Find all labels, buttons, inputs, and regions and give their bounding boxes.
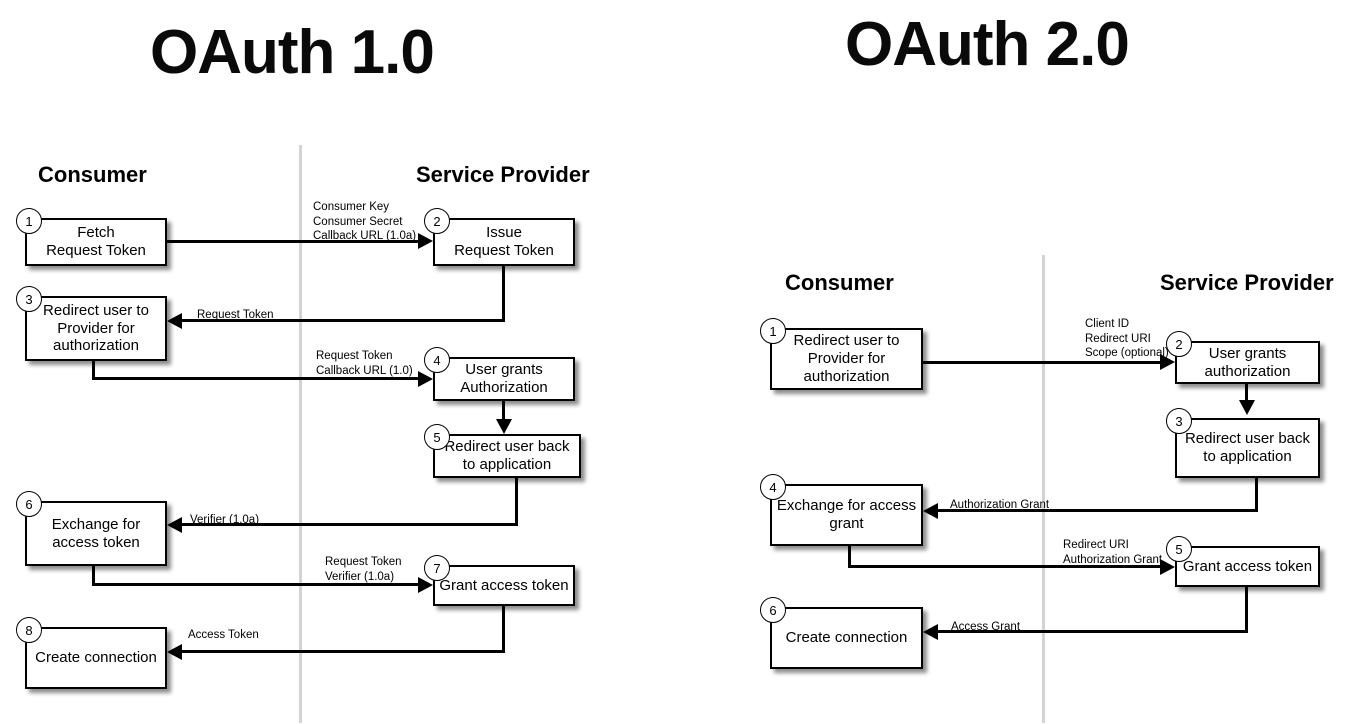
oauth1-step-7-number: 7 bbox=[424, 555, 450, 581]
oauth1-edge-4a-arrowhead bbox=[496, 419, 512, 434]
oauth2-edge-3-line-h bbox=[938, 509, 1258, 512]
oauth1-step-3-number: 3 bbox=[16, 286, 42, 312]
oauth1-step-1-label: Fetch Request Token bbox=[46, 224, 146, 259]
oauth2-step-3-box[interactable]: Redirect user back to application bbox=[1175, 418, 1320, 478]
oauth1-step-6-number: 6 bbox=[16, 491, 42, 517]
oauth1-edge-2-label: Request Token bbox=[197, 309, 274, 321]
oauth2-edge-1-line bbox=[923, 361, 1161, 364]
oauth2-step-6-box[interactable]: Create connection bbox=[770, 607, 923, 669]
oauth2-step-4-number: 4 bbox=[760, 474, 786, 500]
oauth1-lane-divider bbox=[299, 145, 302, 723]
oauth1-edge-6-line-h bbox=[92, 583, 419, 586]
oauth1-edge-2-line-h bbox=[182, 319, 505, 322]
oauth2-step-2-label: User grants authorization bbox=[1204, 344, 1291, 380]
oauth2-step-1-label: Redirect user to Provider for authorizat… bbox=[793, 332, 900, 385]
oauth2-step-1-number: 1 bbox=[760, 318, 786, 344]
oauth1-edge-7-label: Access Token bbox=[188, 629, 259, 641]
oauth1-step-5-label: Redirect user back to application bbox=[444, 438, 570, 473]
oauth1-step-1-number: 1 bbox=[16, 208, 42, 234]
oauth2-edge-4-line-h bbox=[848, 565, 1161, 568]
oauth2-title: OAuth 2.0 bbox=[845, 10, 1130, 79]
oauth1-step-5-box[interactable]: Redirect user back to application bbox=[433, 434, 581, 478]
oauth1-edge-5-line-h bbox=[182, 523, 518, 526]
oauth1-step-8-box[interactable]: Create connection bbox=[25, 627, 167, 689]
oauth2-lane-divider bbox=[1042, 255, 1045, 723]
oauth1-step-4-number: 4 bbox=[424, 347, 450, 373]
oauth1-edge-6-label: Request Token Verifier (1.0a) bbox=[325, 556, 402, 583]
oauth1-edge-7-line-v bbox=[502, 606, 505, 653]
oauth2-edge-1-label: Client ID Redirect URI Scope (optional) bbox=[1085, 318, 1169, 360]
oauth1-step-8-number: 8 bbox=[16, 617, 42, 643]
oauth2-step-4-box[interactable]: Exchange for access grant bbox=[770, 484, 923, 546]
oauth2-step-2-number: 2 bbox=[1166, 331, 1192, 357]
oauth1-step-4-box[interactable]: User grants Authorization bbox=[433, 357, 575, 401]
oauth1-edge-1-arrowhead bbox=[418, 233, 433, 249]
oauth1-edge-3-label: Request Token Callback URL (1.0) bbox=[316, 350, 413, 377]
oauth1-edge-3-line-h bbox=[92, 377, 419, 380]
oauth1-edge-6-line-v bbox=[92, 566, 95, 586]
oauth1-lane-service-provider: Service Provider bbox=[416, 162, 590, 187]
oauth1-step-4-label: User grants Authorization bbox=[460, 361, 548, 396]
oauth1-step-3-box[interactable]: Redirect user to Provider for authorizat… bbox=[25, 296, 167, 361]
oauth1-edge-3-arrowhead bbox=[418, 371, 433, 387]
oauth1-lane-consumer: Consumer bbox=[38, 162, 147, 187]
oauth2-step-1-box[interactable]: Redirect user to Provider for authorizat… bbox=[770, 328, 923, 390]
oauth2-lane-consumer: Consumer bbox=[785, 270, 894, 295]
oauth1-edge-2-line-v bbox=[502, 266, 505, 319]
oauth1-step-7-box[interactable]: Grant access token bbox=[433, 565, 575, 606]
oauth1-step-2-box[interactable]: Issue Request Token bbox=[433, 218, 575, 266]
oauth1-edge-7-line-h bbox=[182, 650, 505, 653]
oauth1-step-5-number: 5 bbox=[424, 424, 450, 450]
oauth2-edge-4-arrowhead bbox=[1160, 559, 1175, 575]
oauth1-edge-6-arrowhead bbox=[418, 577, 433, 593]
oauth1-edge-1-line bbox=[167, 240, 419, 243]
oauth1-step-2-label: Issue Request Token bbox=[454, 224, 554, 259]
oauth2-edge-5-line-h bbox=[938, 630, 1248, 633]
oauth2-edge-2-line bbox=[1245, 384, 1248, 402]
oauth2-step-2-box[interactable]: User grants authorization bbox=[1175, 341, 1320, 384]
oauth2-step-6-number: 6 bbox=[760, 597, 786, 623]
oauth1-step-3-label: Redirect user to Provider for authorizat… bbox=[43, 301, 149, 355]
oauth2-edge-5-label: Access Grant bbox=[951, 621, 1021, 633]
oauth2-edge-4-line-v bbox=[848, 546, 851, 568]
oauth1-edge-5-arrowhead bbox=[167, 517, 182, 533]
oauth1-edge-4a-line bbox=[502, 401, 505, 421]
oauth2-lane-service-provider: Service Provider bbox=[1160, 270, 1334, 295]
oauth1-step-2-number: 2 bbox=[424, 208, 450, 234]
oauth2-edge-2-arrowhead bbox=[1239, 400, 1255, 415]
oauth2-step-3-label: Redirect user back to application bbox=[1184, 430, 1311, 465]
oauth1-step-7-label: Grant access token bbox=[439, 576, 569, 594]
oauth1-edge-1-label: Consumer Key Consumer Secret Callback UR… bbox=[313, 201, 417, 243]
oauth2-step-5-number: 5 bbox=[1166, 536, 1192, 562]
oauth2-step-3-number: 3 bbox=[1166, 408, 1192, 434]
oauth1-step-6-label: Exchange for access token bbox=[51, 515, 141, 551]
oauth1-edge-3-line-v bbox=[92, 361, 95, 380]
oauth1-step-6-box[interactable]: Exchange for access token bbox=[25, 501, 167, 566]
oauth2-step-4-label: Exchange for access grant bbox=[776, 497, 917, 532]
oauth2-edge-3-line-v bbox=[1255, 478, 1258, 512]
oauth2-step-5-label: Grant access token bbox=[1182, 557, 1313, 575]
oauth2-edge-5-arrowhead bbox=[923, 624, 938, 640]
oauth1-edge-5-label: Verifier (1.0a) bbox=[190, 514, 260, 526]
oauth2-step-6-label: Create connection bbox=[785, 629, 908, 647]
oauth2-edge-3-label: Authorization Grant bbox=[950, 499, 1050, 511]
oauth1-title: OAuth 1.0 bbox=[150, 18, 435, 87]
oauth1-edge-2-arrowhead bbox=[167, 313, 182, 329]
oauth2-edge-4-label: Redirect URI Authorization Grant bbox=[1063, 539, 1163, 566]
oauth2-edge-1-arrowhead bbox=[1160, 354, 1175, 370]
oauth2-edge-3-arrowhead bbox=[923, 503, 938, 519]
oauth1-step-1-box[interactable]: Fetch Request Token bbox=[25, 218, 167, 266]
oauth2-edge-5-line-v bbox=[1245, 587, 1248, 632]
oauth1-edge-5-line-v bbox=[515, 478, 518, 526]
oauth1-edge-7-arrowhead bbox=[167, 644, 182, 660]
oauth1-step-8-label: Create connection bbox=[35, 649, 157, 667]
oauth2-step-5-box[interactable]: Grant access token bbox=[1175, 546, 1320, 587]
